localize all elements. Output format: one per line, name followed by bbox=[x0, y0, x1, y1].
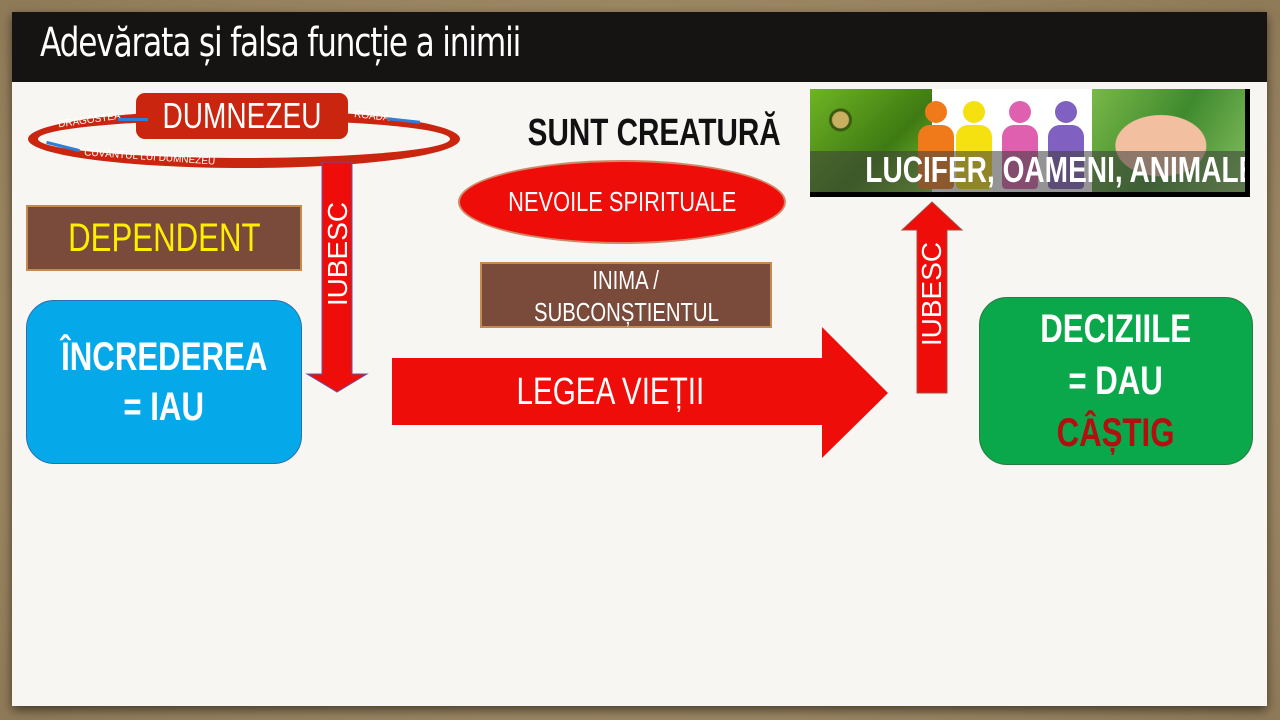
love-down-label: IUBESC bbox=[322, 201, 353, 307]
love-up-label-wrap: IUBESC bbox=[882, 242, 982, 346]
banner-caption-text: LUCIFER, OAMENI, ANIMALE bbox=[865, 149, 1250, 190]
slide: Adevărata și falsa funcție a inimii DUMN… bbox=[12, 12, 1267, 706]
law-of-life-arrow bbox=[392, 327, 888, 458]
decisions-line1: DECIZIILE bbox=[1040, 307, 1192, 351]
banner-overlay bbox=[810, 151, 1245, 192]
love-up-arrow bbox=[900, 201, 964, 394]
spiritual-needs-ellipse: NEVOILE SPIRITUALE bbox=[458, 160, 786, 244]
trust-line1: ÎNCREDEREA bbox=[60, 335, 268, 379]
god-box: DUMNEZEU bbox=[136, 93, 348, 139]
trust-line2: = IAU bbox=[123, 385, 205, 429]
love-down-label-wrap: IUBESC bbox=[288, 202, 388, 306]
law-of-life-wrap: LEGEA VIEȚII bbox=[390, 358, 830, 426]
heart-line1: INIMA / bbox=[592, 265, 660, 295]
spiritual-needs-label: NEVOILE SPIRITUALE bbox=[507, 186, 737, 217]
slide-title: Adevărata și falsa funcție a inimii bbox=[40, 20, 521, 66]
dependent-box: DEPENDENT bbox=[26, 205, 302, 271]
creatures-banner: LUCIFER, OAMENI, ANIMALE bbox=[810, 89, 1250, 197]
decisions-line2: = DAU bbox=[1068, 359, 1164, 403]
trust-box: ÎNCREDEREA = IAU bbox=[26, 300, 302, 464]
banner-caption: LUCIFER, OAMENI, ANIMALE bbox=[810, 149, 1245, 191]
dependent-label: DEPENDENT bbox=[67, 215, 261, 260]
arrow-left-icon bbox=[118, 118, 148, 121]
creature-heading: SUNT CREATURĂ bbox=[492, 112, 782, 155]
heart-line2: SUBCONȘTIENTUL bbox=[533, 297, 719, 327]
love-down-arrow bbox=[305, 162, 369, 393]
god-label: DUMNEZEU bbox=[162, 95, 322, 136]
law-of-life-label: LEGEA VIEȚII bbox=[516, 370, 704, 413]
decisions-box: DECIZIILE = DAU CÂȘTIG bbox=[979, 297, 1253, 465]
heart-box: INIMA / SUBCONȘTIENTUL bbox=[480, 262, 772, 328]
love-up-label: IUBESC bbox=[916, 241, 947, 347]
title-bar: Adevărata și falsa funcție a inimii bbox=[12, 12, 1267, 82]
decisions-line3: CÂȘTIG bbox=[1057, 411, 1175, 455]
creature-heading-text: SUNT CREATURĂ bbox=[527, 112, 781, 154]
